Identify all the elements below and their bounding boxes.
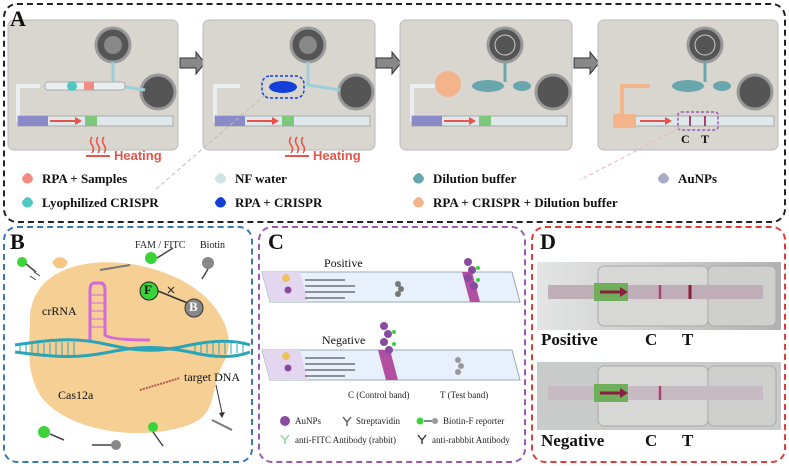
legend-lyo-crispr: Lyophilized CRISPR	[42, 195, 159, 210]
cas12a-label: Cas12a	[58, 388, 94, 402]
legend-aunps: AuNPs	[678, 171, 718, 186]
legend-dilution: Dilution buffer	[433, 171, 517, 186]
biotin-label: Biotin	[200, 240, 226, 251]
heating-label-2: Heating	[313, 148, 361, 163]
negative-label: Negative	[322, 333, 366, 347]
panel-b	[3, 226, 253, 463]
panel-a-label: A	[10, 6, 26, 31]
legend-c-anti-rabbit: anti-rabbbit Antibody	[432, 435, 510, 445]
legend-rpa-samples: RPA + Samples	[42, 171, 128, 186]
control-band-label: C (Control band)	[348, 390, 410, 400]
panel-d	[531, 226, 786, 463]
d-negative-label: Negative	[541, 431, 605, 450]
legend-rpa-crispr: RPA + CRISPR	[235, 195, 323, 210]
d-t2-label: T	[682, 431, 694, 450]
d-t1-label: T	[682, 330, 694, 349]
panel-b-label: B	[10, 229, 25, 254]
d-c1-label: C	[645, 330, 658, 349]
legend-c-streptavidin: Streptavidin	[356, 416, 400, 426]
band-t-label: T	[701, 132, 710, 146]
f-letter: F	[144, 282, 152, 297]
heating-label-1: Heating	[114, 148, 162, 163]
target-dna-label: target DNA	[184, 370, 241, 384]
chip-step-1	[7, 19, 179, 151]
panel-a	[3, 3, 786, 223]
b-letter: B	[189, 299, 198, 314]
legend-c-anti-fitc: anti-FITC Antibody (rabbit)	[295, 435, 396, 445]
crrna-label: crRNA	[42, 304, 77, 318]
chip-step-3	[399, 19, 573, 151]
chip-step-2	[202, 19, 376, 151]
chip-step-4	[597, 19, 779, 151]
panel-c-label: C	[268, 229, 284, 254]
panel-d-label: D	[540, 229, 556, 254]
legend-c-reporter: Biotin-F reporter	[443, 416, 505, 426]
d-c2-label: C	[645, 431, 658, 450]
positive-label: Positive	[324, 256, 363, 270]
legend-rpa-crispr-dil: RPA + CRISPR + Dilution buffer	[433, 195, 618, 210]
panel-c	[258, 226, 526, 463]
legend-c-aunps: AuNPs	[295, 416, 322, 426]
band-c-label: C	[681, 132, 690, 146]
test-band-label: T (Test band)	[440, 390, 489, 400]
fam-fitc-label: FAM / FITC	[135, 240, 186, 251]
legend-nf-water: NF water	[235, 171, 287, 186]
d-positive-label: Positive	[541, 330, 598, 349]
